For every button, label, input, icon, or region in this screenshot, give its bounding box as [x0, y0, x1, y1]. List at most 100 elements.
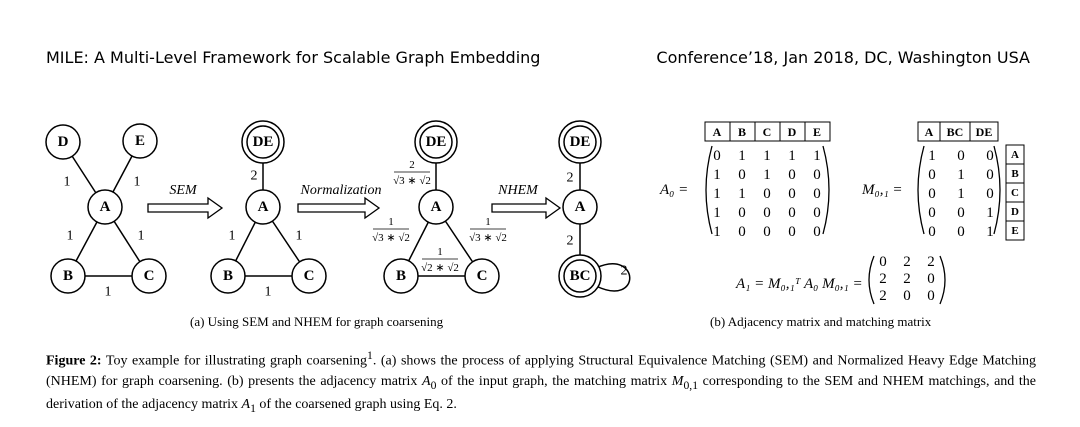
node-A: A	[100, 199, 111, 215]
fraction-denominator: √2 ∗ √2	[421, 262, 459, 274]
matrix-cell: 1	[763, 167, 771, 183]
math-subscript: 0	[430, 378, 437, 392]
node-A: A	[431, 199, 442, 215]
edge-weight: 1	[134, 175, 141, 190]
node-C: C	[144, 268, 155, 284]
matrix-cell: 0	[928, 186, 936, 202]
node-B: B	[63, 268, 73, 284]
matrix-cell: 1	[713, 205, 721, 221]
matrix-cell: 0	[957, 224, 965, 240]
matrix-cell: 2	[927, 254, 935, 270]
node-B: B	[396, 268, 406, 284]
matrix-cell: 0	[763, 205, 771, 221]
a1-equation: A₁ = M₀,₁ᵀ A₀ M₀,₁ =	[735, 276, 863, 292]
matrix-cell: 0	[986, 148, 994, 164]
node-C: C	[304, 268, 315, 284]
running-venue: Conference’18, Jan 2018, DC, Washington …	[656, 48, 1030, 67]
figure-2: D E A B C 1 1 1 1 1 SEM	[45, 120, 1025, 305]
matrix-cell: 0	[986, 167, 994, 183]
matrix-cell: 0	[986, 186, 994, 202]
col-header: E	[813, 125, 821, 139]
caption-text: of the coarsened graph using Eq. 2.	[255, 397, 457, 413]
matrix-cell: 0	[928, 167, 936, 183]
matrix-cell: 0	[788, 186, 796, 202]
caption-label: Figure 2:	[46, 353, 102, 369]
math-subscript: 1	[250, 402, 256, 416]
matrix-cell: 1	[957, 167, 965, 183]
col-header: B	[738, 125, 746, 139]
matrix-cell: 2	[903, 271, 911, 287]
matrix-cell: 0	[928, 224, 936, 240]
matrix-cell: 1	[788, 148, 796, 164]
matrix-cell: 0	[957, 148, 965, 164]
row-header: A	[1011, 149, 1019, 161]
matrix-cell: 0	[903, 288, 911, 304]
running-title: MILE: A Multi-Level Framework for Scalab…	[46, 48, 541, 67]
edge-weight: 2	[251, 169, 258, 184]
matrix-cell: 1	[928, 148, 936, 164]
arrow-nhem: NHEM	[491, 183, 562, 220]
matrix-cell: 2	[879, 288, 887, 304]
node-DE: DE	[253, 134, 274, 150]
col-header: A	[925, 125, 934, 139]
node-BC: BC	[570, 268, 591, 284]
matrix-cell: 1	[738, 148, 746, 164]
matrix-cell: 1	[738, 186, 746, 202]
edge-weight: 1	[67, 229, 74, 244]
matrix-cell: 1	[986, 205, 994, 221]
arrow-sem: SEM	[147, 183, 224, 220]
fraction-denominator: √3 ∗ √2	[372, 232, 410, 244]
matrix-cell: 0	[813, 186, 821, 202]
fraction-numerator: 1	[388, 216, 394, 228]
arrow-nhem-label: NHEM	[497, 183, 539, 198]
edge-weight: 1	[265, 285, 272, 300]
weight-a-b: 1 √3 ∗ √2	[372, 216, 410, 244]
fraction-numerator: 2	[409, 159, 415, 171]
m01-label: M₀,₁ =	[861, 182, 903, 198]
col-header: C	[763, 125, 772, 139]
graph4-nodes	[558, 120, 602, 298]
edge-weight: 1	[296, 229, 303, 244]
a0-label: A₀ =	[659, 182, 688, 198]
matrix-cell: 1	[986, 224, 994, 240]
m01-column-headers: A BC DE	[917, 121, 999, 142]
footnote-marker: 1	[367, 349, 373, 362]
row-header: B	[1011, 168, 1019, 180]
matrix-cell: 1	[713, 186, 721, 202]
caption-text: corresponding to the SEM and NHEM matchi…	[46, 373, 1036, 413]
matrix-cell: 0	[879, 254, 887, 270]
matrix-cell: 1	[957, 186, 965, 202]
matrix-cell: 0	[738, 205, 746, 221]
matrix-cell: 0	[927, 271, 935, 287]
graph2-nodes	[210, 120, 327, 294]
matrix-cell: 0	[763, 186, 771, 202]
weight-a-c: 1 √3 ∗ √2	[469, 216, 507, 244]
node-D: D	[58, 134, 69, 150]
edge-weight: 2	[567, 234, 574, 249]
a0-column-headers: A B C D E	[704, 121, 831, 142]
matrix-cell: 2	[903, 254, 911, 270]
arrow-normalization-label: Normalization	[300, 183, 382, 198]
arrow-sem-label: SEM	[169, 183, 198, 198]
matrix-cell: 1	[713, 167, 721, 183]
subcaption-b: (b) Adjacency matrix and matching matrix	[710, 314, 932, 329]
fraction-denominator: √3 ∗ √2	[469, 232, 507, 244]
figure-caption: Figure 2: Toy example for illustrating g…	[46, 346, 1036, 419]
math-symbol: A	[241, 397, 251, 413]
graph3-nodes	[383, 120, 500, 294]
col-header: D	[788, 125, 797, 139]
math-symbol: M	[671, 373, 684, 389]
matrix-cell: 2	[879, 271, 887, 287]
matrix-cell: 0	[788, 224, 796, 240]
subcaption-a: (a) Using SEM and NHEM for graph coarsen…	[190, 314, 444, 329]
matrix-cell: 0	[788, 167, 796, 183]
edge-weight: 1	[229, 229, 236, 244]
math-subscript: 0,1	[683, 378, 699, 392]
node-C: C	[477, 268, 488, 284]
matrix-cell: 0	[928, 205, 936, 221]
weight-de-a: 2 √3 ∗ √2	[393, 159, 431, 187]
